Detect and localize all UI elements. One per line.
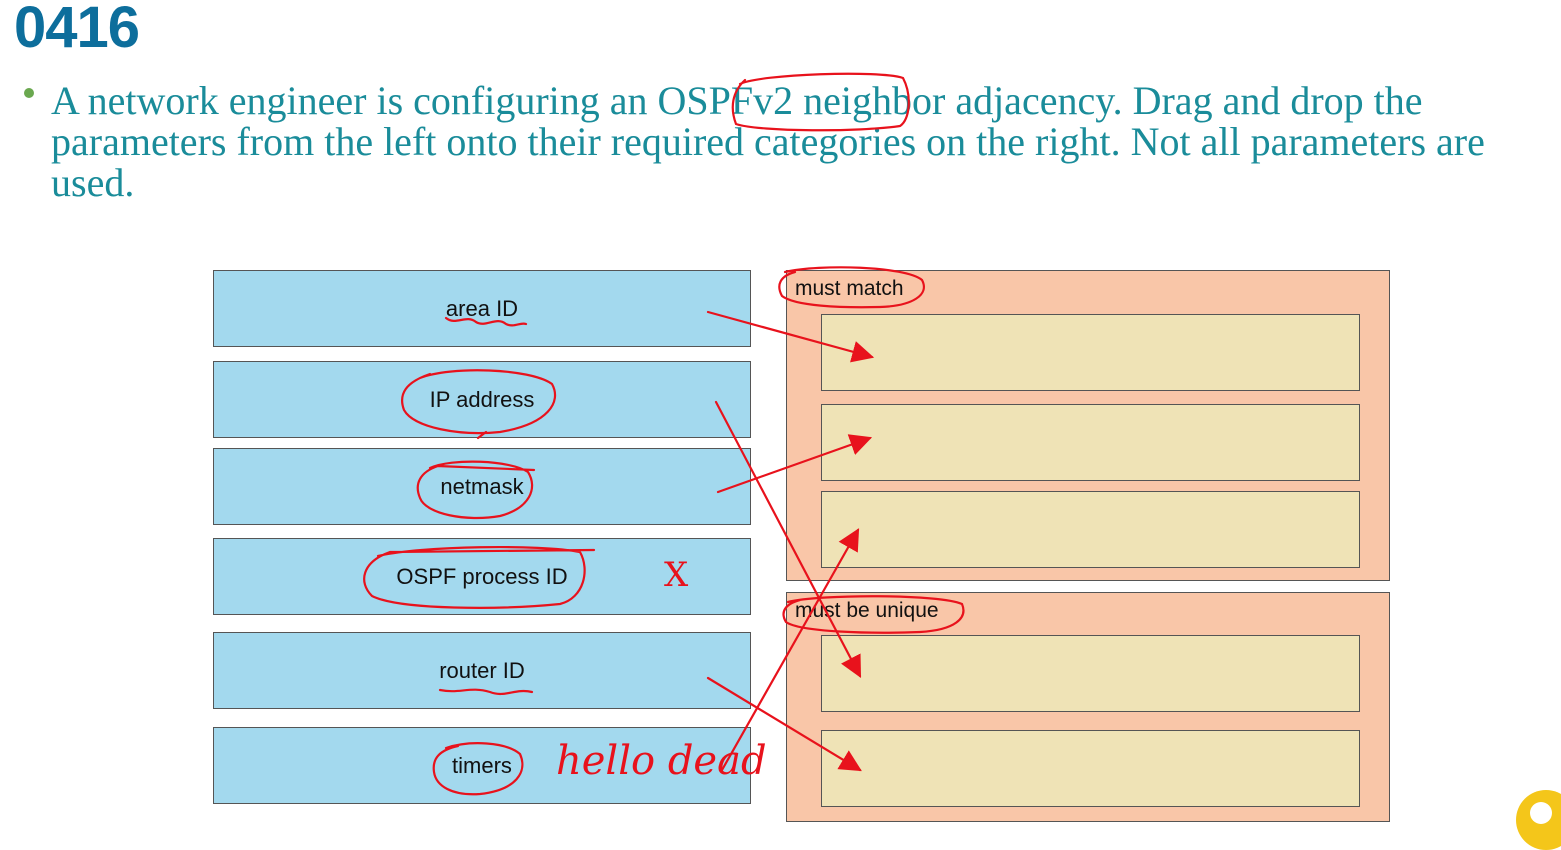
param-ip-address[interactable]: IP address <box>213 361 751 438</box>
drop-slot-unique-1[interactable] <box>821 635 1360 712</box>
param-netmask[interactable]: netmask <box>213 448 751 525</box>
drop-slot-match-1[interactable] <box>821 314 1360 391</box>
param-area-id[interactable]: area ID <box>213 270 751 347</box>
corner-logo <box>1516 790 1561 850</box>
slide-title: 0416 <box>14 0 140 60</box>
param-label: router ID <box>439 657 525 683</box>
drop-slot-match-3[interactable] <box>821 491 1360 568</box>
cross-mark: X <box>664 555 689 595</box>
question-text: A network engineer is configuring an OSP… <box>51 78 1485 205</box>
param-label: area ID <box>445 295 519 321</box>
param-router-id[interactable]: router ID <box>213 632 751 709</box>
drop-slot-match-2[interactable] <box>821 404 1360 481</box>
drop-slot-unique-2[interactable] <box>821 730 1360 807</box>
bullet-dot <box>24 88 34 98</box>
timers-handwritten-note: hello dead <box>556 738 767 784</box>
param-label: netmask <box>440 473 524 499</box>
param-label: OSPF process ID <box>396 563 568 589</box>
category-label: must be unique <box>795 599 939 622</box>
category-label: must match <box>795 277 904 300</box>
param-label: timers <box>452 752 512 778</box>
param-label: IP address <box>429 386 535 412</box>
